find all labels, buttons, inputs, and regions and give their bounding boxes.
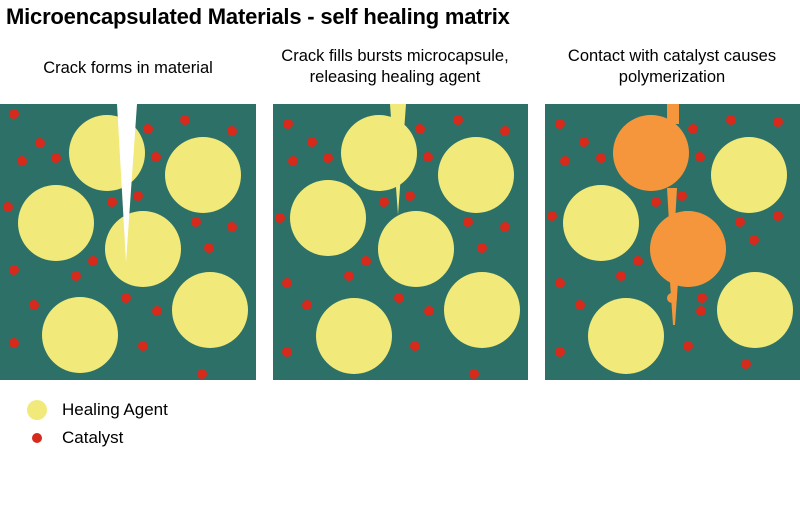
caption-line: Crack fills bursts microcapsule,: [281, 47, 509, 65]
panel-2-capsule-bursts: [273, 104, 528, 380]
crack-filled-with-healing-agent: [390, 104, 406, 215]
panel-1-crack-forms: [0, 104, 256, 380]
catalyst-particles: [275, 115, 510, 379]
legend-label: Healing Agent: [62, 400, 168, 419]
diagram-title: Microencapsulated Materials - self heali…: [6, 4, 510, 29]
catalyst-particles: [547, 115, 783, 369]
caption-line: Crack forms in material: [43, 59, 213, 77]
catalyst-particles: [3, 109, 237, 379]
crack: [117, 104, 137, 262]
caption-line: Contact with catalyst causes: [567, 47, 777, 65]
caption-line: releasing healing agent: [309, 68, 481, 86]
caption-line: polymerization: [618, 68, 726, 86]
healing-agent-capsules: [563, 137, 793, 374]
legend-label: Catalyst: [62, 428, 124, 447]
polymerized-healing-agent: [613, 104, 726, 325]
catalyst-swatch: [32, 433, 42, 443]
healing-agent-capsules: [18, 115, 248, 373]
legend-item-catalyst: Catalyst: [26, 427, 123, 449]
legend-item-healing-agent: Healing Agent: [26, 399, 168, 421]
panel-3-polymerization: [545, 104, 800, 380]
caption-panel-2: Crack fills bursts microcapsule, releasi…: [267, 46, 523, 88]
healing-agent-capsules: [290, 115, 520, 374]
caption-panel-1: Crack forms in material: [0, 58, 256, 79]
healing-agent-swatch: [27, 400, 47, 420]
caption-panel-3: Contact with catalyst causes polymerizat…: [544, 46, 800, 88]
